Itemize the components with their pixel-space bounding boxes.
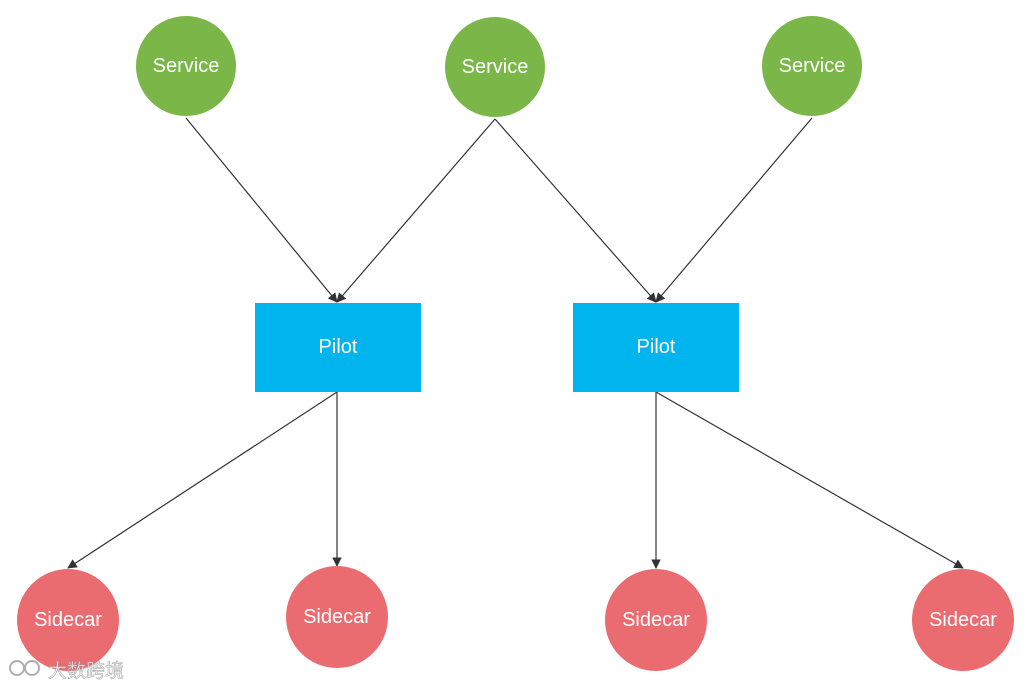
pilot-label: Pilot: [637, 336, 676, 358]
pilot-node: Pilot: [573, 303, 739, 392]
edges: [67, 117, 964, 569]
sidecar-label: Sidecar: [303, 606, 371, 628]
service-node: Service: [762, 16, 862, 116]
service-circle: [762, 16, 862, 116]
sidecar-circle: [286, 566, 388, 668]
service-label: Service: [153, 55, 220, 77]
sidecar-node: Sidecar: [912, 569, 1014, 671]
sidecar-circle: [17, 569, 119, 671]
pilot-label: Pilot: [319, 336, 358, 358]
service-node: Service: [136, 16, 236, 116]
edge-service-1-to-pilot-1: [185, 117, 338, 303]
sidecar-circle: [912, 569, 1014, 671]
watermark: 大数跨境: [9, 660, 124, 682]
edge-service-2-to-pilot-1: [336, 118, 496, 303]
watermark-text: 大数跨境: [48, 660, 124, 682]
pilot-node: Pilot: [255, 303, 421, 392]
sidecar-label: Sidecar: [34, 609, 102, 631]
service-circle: [136, 16, 236, 116]
service-node: Service: [445, 17, 545, 117]
pilot-box: [573, 303, 739, 392]
service-circle: [445, 17, 545, 117]
sidecar-circle: [605, 569, 707, 671]
pilot-box: [255, 303, 421, 392]
edge-pilot-1-to-sidecar-1: [67, 391, 338, 569]
sidecar-label: Sidecar: [929, 609, 997, 631]
sidecar-node: Sidecar: [17, 569, 119, 671]
sidecar-node: Sidecar: [605, 569, 707, 671]
edge-service-2-to-pilot-2: [494, 118, 657, 303]
sidecar-node: Sidecar: [286, 566, 388, 668]
sidecar-label: Sidecar: [622, 609, 690, 631]
edge-service-3-to-pilot-2: [655, 117, 813, 303]
edge-pilot-2-to-sidecar-4: [655, 391, 964, 569]
service-label: Service: [462, 56, 529, 78]
service-label: Service: [779, 55, 846, 77]
watermark-logo-icon: [9, 660, 40, 676]
